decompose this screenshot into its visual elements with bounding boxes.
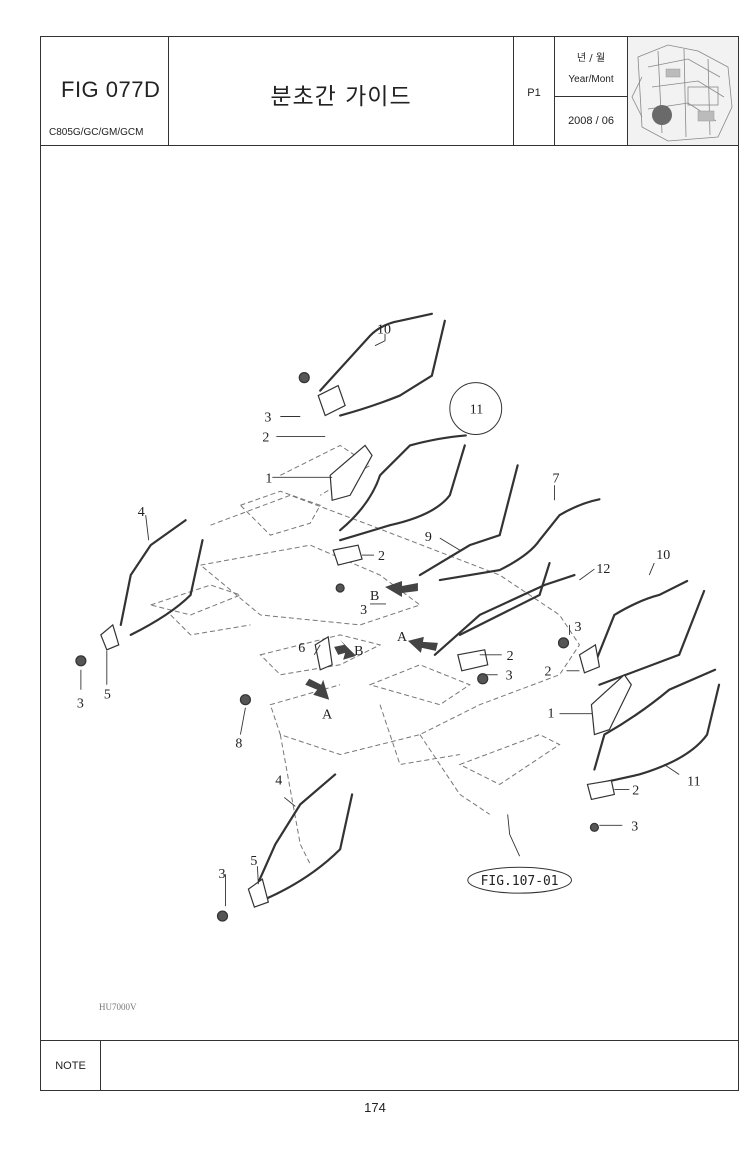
rod-4-lower-rear	[264, 793, 354, 901]
machine-thumbnail-image	[628, 37, 738, 145]
arrow-b-left-icon	[385, 581, 418, 597]
rod-12-rear	[458, 561, 551, 636]
bolt-3-right-top-icon	[557, 637, 570, 649]
callout-label: 5	[104, 688, 111, 703]
rod-11-top-lower	[339, 444, 466, 542]
guide-rods	[119, 312, 721, 901]
rod-12	[433, 573, 576, 656]
issue-date: 2008 / 06	[568, 115, 614, 127]
callout-label: 3	[360, 603, 367, 618]
title-cell: 분초간 가이드	[169, 37, 514, 145]
year-month-cell: 년 / 월 Year/Mont 2008 / 06	[555, 37, 628, 145]
direction-arrows	[305, 581, 438, 700]
exploded-parts-drawing: 10 11 3 2 1 7 9 2 3 B 4 12 10 A 2 3 6 B …	[75, 312, 721, 922]
callout-label: 1	[265, 471, 272, 486]
rod-10-right-rear	[598, 589, 706, 686]
bolt-3-right-lower-icon	[589, 822, 599, 832]
thumbnail-cell	[628, 37, 738, 145]
bracket-5-upper	[100, 623, 120, 651]
drawing-sheet: FIG 077D C805G/GC/GM/GCM 분초간 가이드 P1 년 / …	[40, 36, 739, 1091]
rod-9	[418, 464, 519, 577]
callout-label: 2	[378, 549, 385, 564]
reference-label: FIG.107-01	[481, 874, 559, 889]
callout-labels: 10 11 3 2 1 7 9 2 3 B 4 12 10 A 2 3 6 B …	[77, 323, 701, 882]
callout-label: 9	[425, 530, 432, 545]
bolt-3-top-icon	[298, 372, 310, 384]
bracket-1-top	[329, 444, 373, 502]
bolt-3-mid-icon	[335, 583, 345, 593]
callout-label: 3	[631, 819, 638, 834]
leader-lines	[80, 333, 680, 907]
callout-label: 4	[138, 505, 145, 520]
callout-label: 10	[656, 548, 670, 563]
note-label: NOTE	[41, 1041, 101, 1091]
year-month-heading: 년 / 월 Year/Mont	[555, 37, 627, 97]
callout-label: 2	[262, 430, 269, 445]
title-block: FIG 077D C805G/GC/GM/GCM 분초간 가이드 P1 년 / …	[41, 37, 738, 146]
page-label: P1	[527, 87, 541, 99]
bracket-6	[314, 635, 333, 671]
callout-label: 2	[545, 665, 552, 680]
callout-label: 1	[548, 707, 555, 722]
callout-label: 4	[275, 773, 282, 788]
callout-label: 10	[377, 323, 391, 338]
figure-reference: FIG.107-01	[467, 866, 572, 894]
rod-10-top	[319, 312, 433, 392]
callout-label: 11	[470, 403, 483, 418]
bracket-2-right-lower	[586, 779, 616, 801]
fig-cell: FIG 077D C805G/GC/GM/GCM	[41, 37, 169, 145]
callout-label: 6	[298, 641, 305, 656]
bracket-2-mid	[332, 544, 363, 566]
callout-label: 3	[77, 697, 84, 712]
rod-10-top-rear	[339, 319, 446, 417]
bolt-3-right-icon	[477, 673, 489, 685]
bolt-8-icon	[239, 694, 251, 706]
callout-label: 2	[632, 783, 639, 798]
callout-label: B	[370, 589, 379, 604]
callout-label: 3	[506, 669, 513, 684]
rod-10-right	[593, 579, 689, 666]
rod-11-right-lower	[593, 683, 721, 786]
callout-label: 3	[574, 620, 581, 635]
page-number: 174	[364, 1100, 386, 1115]
rod-7	[438, 498, 601, 582]
callout-label: A	[397, 630, 407, 645]
callout-label: 5	[250, 854, 257, 869]
bracket-2-top	[317, 384, 346, 417]
page-title: 분초간 가이드	[270, 84, 412, 110]
callout-circle-11	[449, 382, 503, 435]
callout-label: 12	[596, 562, 610, 577]
drawing-code: HU7000V	[99, 1002, 137, 1012]
bolt-3-bottom-icon	[216, 910, 229, 922]
callout-label: B	[354, 644, 363, 659]
rod-4-upper	[119, 519, 187, 627]
fig-code: FIG 077D	[61, 77, 161, 102]
bracket-1-right	[590, 673, 632, 736]
callout-label: 3	[218, 867, 225, 882]
callout-label: A	[322, 708, 332, 723]
callout-label: 8	[235, 737, 242, 752]
rod-4-upper-rear	[129, 539, 204, 636]
callout-label: 7	[553, 471, 560, 486]
page-label-cell: P1	[514, 37, 555, 145]
note-row: NOTE	[41, 1040, 738, 1091]
year-month-korean: 년 / 월	[576, 53, 606, 64]
year-month-english: Year/Mont	[568, 74, 614, 85]
bracket-5-lower	[247, 878, 270, 908]
arrow-b-mid-icon	[334, 639, 357, 660]
bracket-2-right-top	[578, 643, 601, 674]
arrow-a-right-icon	[407, 636, 438, 653]
frame-silhouette	[148, 444, 581, 865]
model-code: C805G/GC/GM/GCM	[49, 127, 144, 138]
callout-label: 2	[507, 649, 514, 664]
callout-label: 3	[264, 410, 271, 425]
bolt-3-left-icon	[75, 655, 87, 667]
bracket-2-right	[457, 649, 489, 672]
arrow-a-left-icon	[305, 678, 330, 700]
callout-label: 11	[687, 774, 700, 789]
rod-4-lower	[254, 773, 337, 891]
rod-11-top	[339, 434, 467, 532]
rod-11-right	[593, 668, 717, 771]
